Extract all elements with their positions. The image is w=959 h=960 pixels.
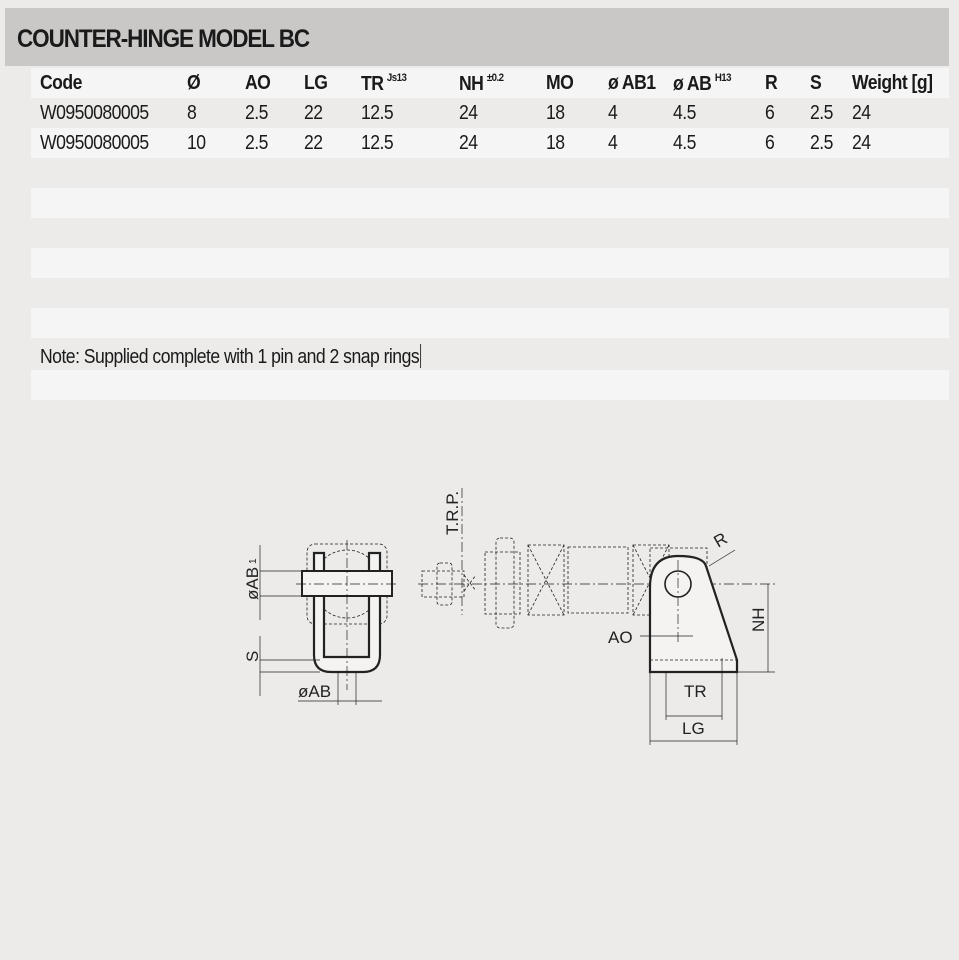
label-s: S xyxy=(243,651,262,662)
label-ab1: øAB1 xyxy=(243,558,262,600)
bracket-side-view xyxy=(640,549,775,745)
table-row: W0950080005 10 2.5 22 12.5 24 18 4 4.5 6… xyxy=(0,128,959,158)
label-tr: TR xyxy=(684,682,707,701)
cell: 2.5 xyxy=(810,102,833,124)
cell: 18 xyxy=(546,132,565,154)
cell: 12.5 xyxy=(361,132,394,154)
page-title: COUNTER-HINGE MODEL BC xyxy=(17,25,310,53)
cell: 4.5 xyxy=(673,102,696,124)
cell: 10 xyxy=(187,132,206,154)
header-cell: ø AB1 xyxy=(608,72,656,94)
cell: 2.5 xyxy=(245,132,268,154)
header-cell: LG xyxy=(304,72,328,94)
cell: 4 xyxy=(608,132,618,154)
stripe xyxy=(31,248,949,278)
cell: 24 xyxy=(459,132,478,154)
stripe xyxy=(31,188,949,218)
label-nh: NH xyxy=(749,607,768,632)
label-trp: T.R.P. xyxy=(443,491,462,535)
label-ao: AO xyxy=(608,628,633,647)
cell-code: W0950080005 xyxy=(40,132,149,154)
header-cell: Weight [g] xyxy=(852,72,933,94)
cell: 22 xyxy=(304,132,323,154)
note-text[interactable]: Note: Supplied complete with 1 pin and 2… xyxy=(40,344,421,368)
cell: 2.5 xyxy=(810,132,833,154)
label-ab: øAB xyxy=(298,682,331,701)
stripe xyxy=(31,308,949,338)
stripe xyxy=(31,128,949,158)
cell: 2.5 xyxy=(245,102,268,124)
cell: 24 xyxy=(459,102,478,124)
header-cell: Code xyxy=(40,72,82,94)
clevis-front-view xyxy=(259,540,398,705)
header-cell: NH±0.2 xyxy=(459,72,504,95)
cell: 12.5 xyxy=(361,102,394,124)
stripe xyxy=(31,68,949,98)
header-cell: R xyxy=(765,72,778,94)
label-lg: LG xyxy=(682,719,705,738)
header-cell: S xyxy=(810,72,822,94)
cell-code: W0950080005 xyxy=(40,102,149,124)
cell: 18 xyxy=(546,102,565,124)
cell: 6 xyxy=(765,102,775,124)
cell: 8 xyxy=(187,102,197,124)
header-cell: MO xyxy=(546,72,574,94)
cell: 22 xyxy=(304,102,323,124)
header-cell: AO xyxy=(245,72,271,94)
cell: 6 xyxy=(765,132,775,154)
title-bar: COUNTER-HINGE MODEL BC xyxy=(5,8,949,66)
stripe xyxy=(31,370,949,400)
label-r: R xyxy=(711,529,731,552)
cell: 4 xyxy=(608,102,618,124)
table-row: W0950080005 8 2.5 22 12.5 24 18 4 4.5 6 … xyxy=(0,98,959,128)
text-cursor xyxy=(419,344,421,368)
cell: 24 xyxy=(852,102,871,124)
cell: 4.5 xyxy=(673,132,696,154)
header-cell: Ø xyxy=(187,72,201,94)
cell: 24 xyxy=(852,132,871,154)
